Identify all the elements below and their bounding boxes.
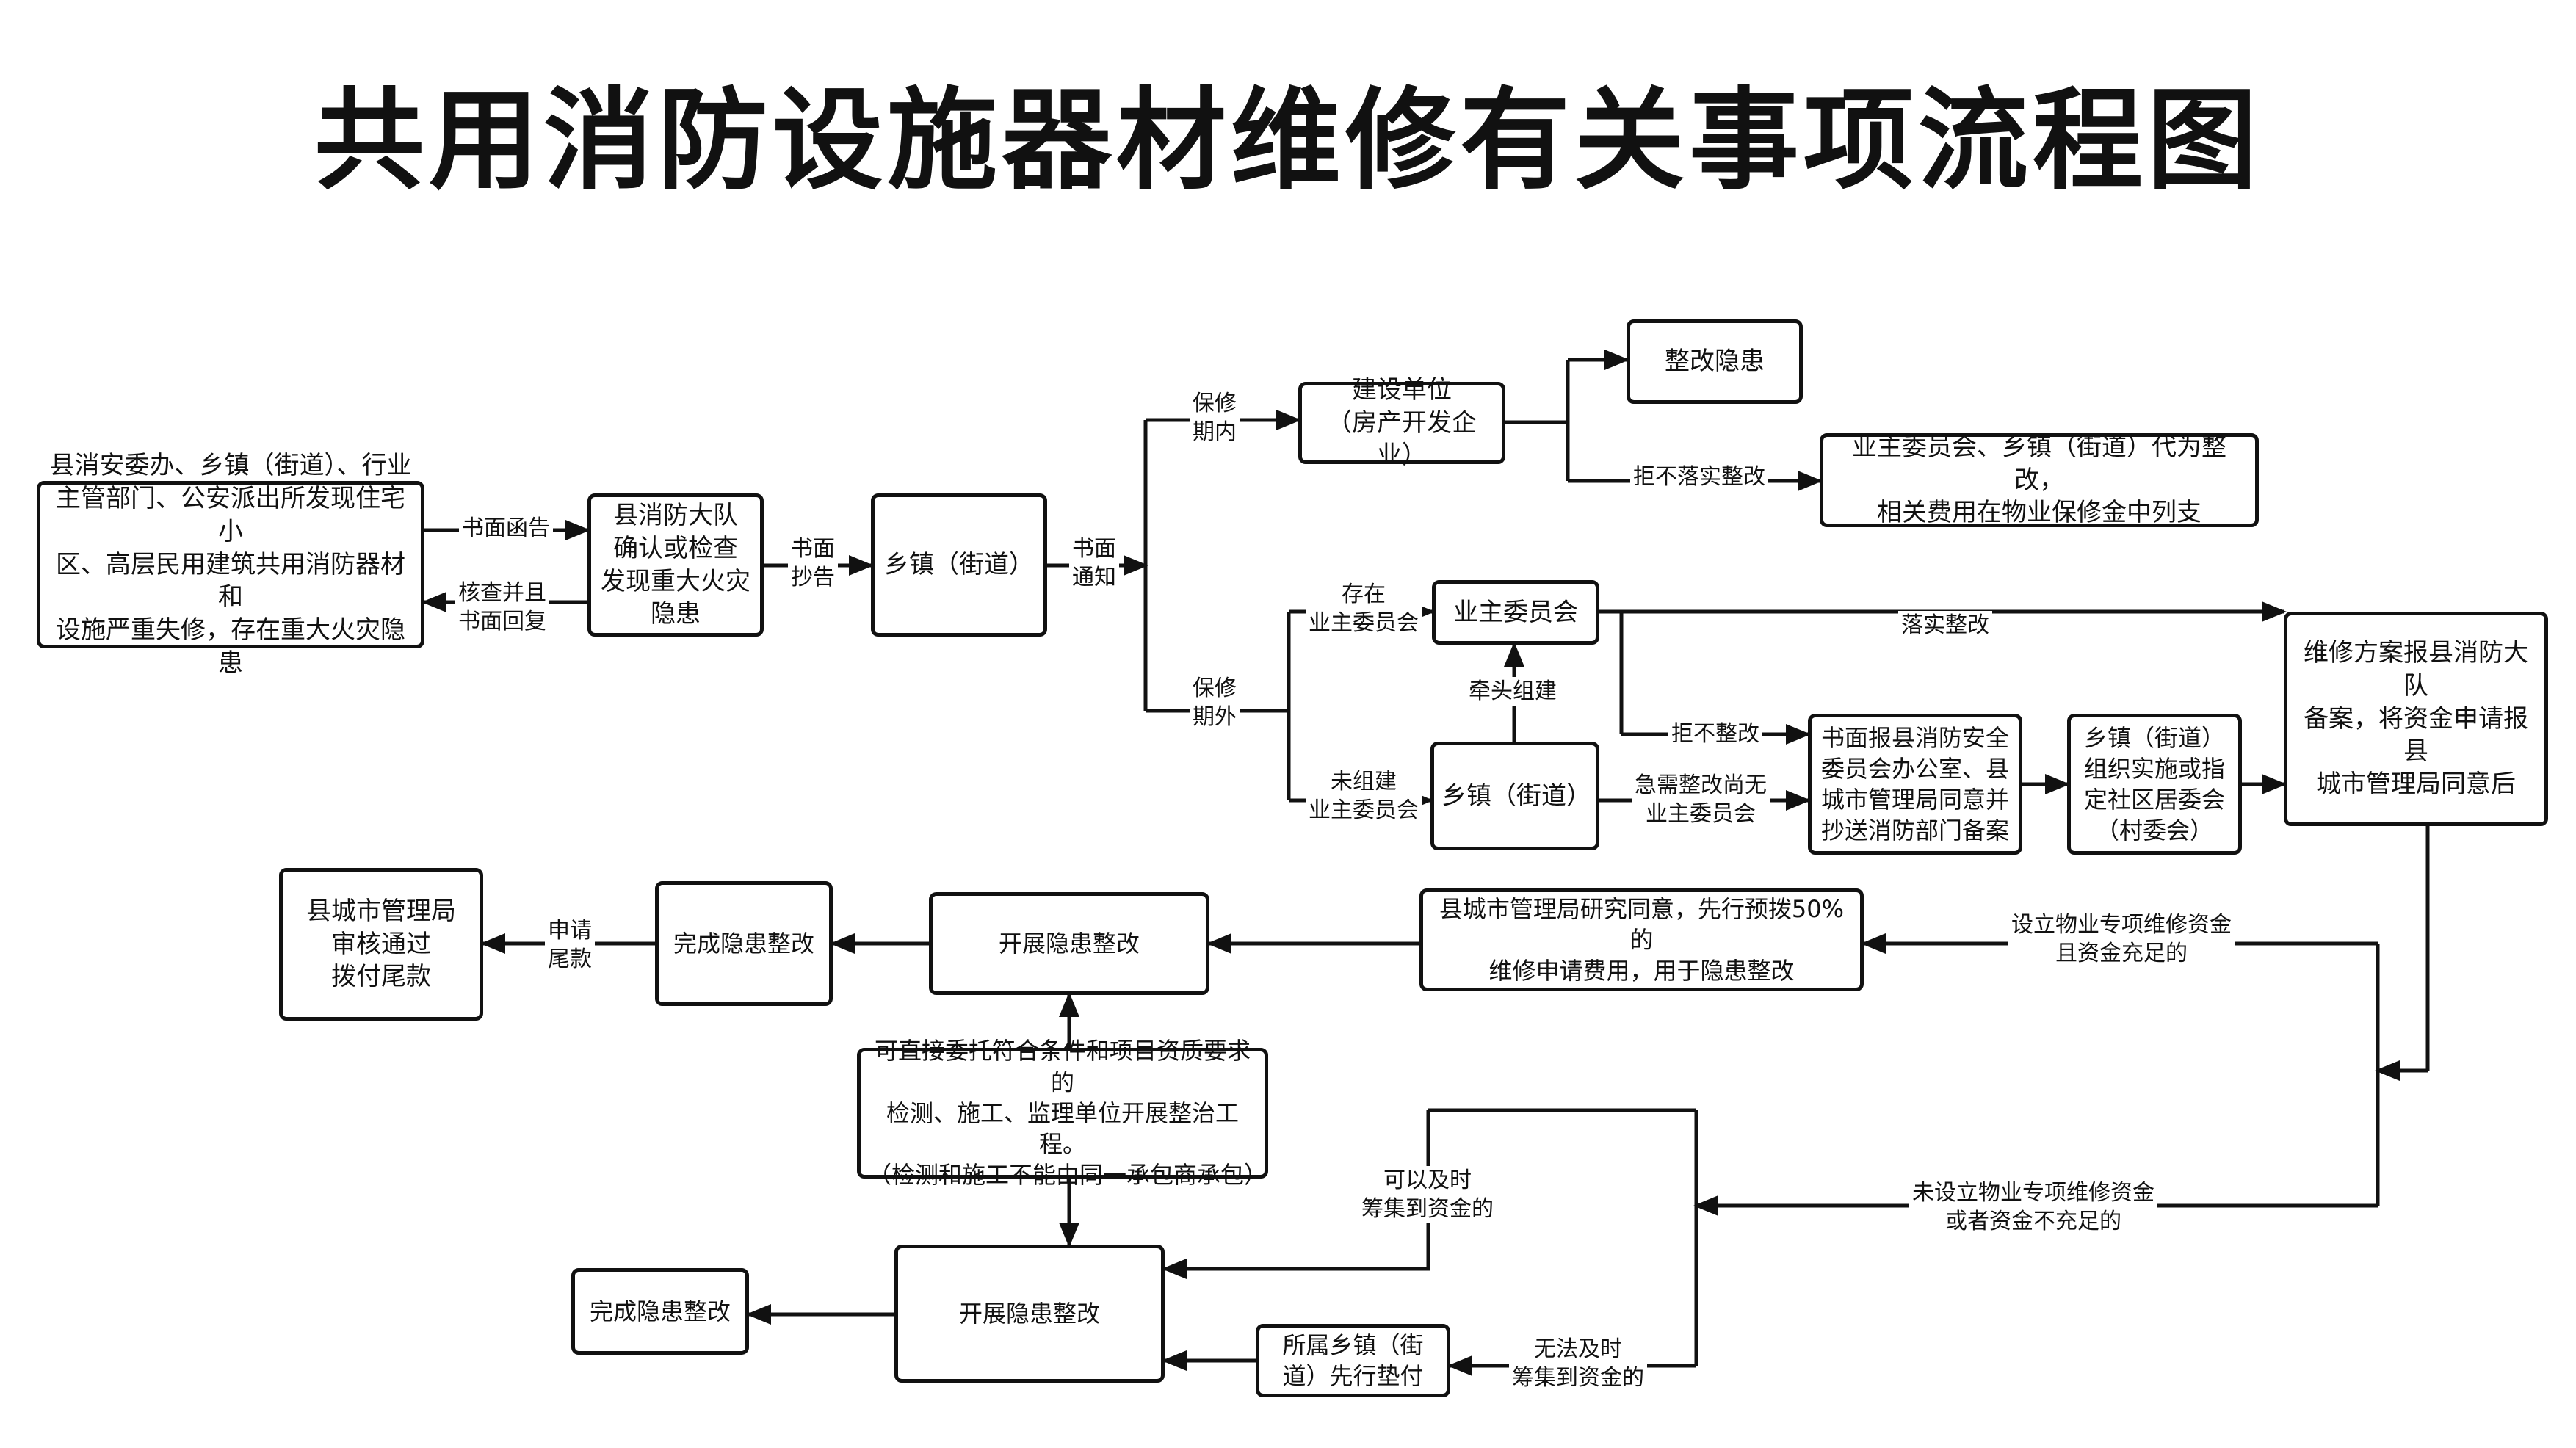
node-builder: 建设单位 （房产开发企业） (1298, 375, 1505, 470)
node-final-payment: 县城市管理局 审核通过 拨付尾款 (279, 868, 483, 1021)
label-fund-insufficient: 未设立物业专项维修资金 或者资金不充足的 (1909, 1179, 2157, 1236)
label-out-warranty: 保修 期外 (1190, 674, 1240, 731)
label-has-committee: 存在 业主委员会 (1306, 580, 1422, 637)
node-start-rectify-2: 开展隐患整改 (894, 1245, 1165, 1383)
node-complete-rectify-1: 完成隐患整改 (655, 881, 833, 1006)
label-verify-reply: 核查并且 书面回复 (455, 579, 549, 636)
node-complete-rectify-2: 完成隐患整改 (571, 1268, 749, 1355)
label-refuse-rectify-1: 拒不落实整改 (1630, 463, 1768, 491)
label-apply-final: 申请 尾款 (545, 916, 595, 974)
label-lead-establish: 牵头组建 (1466, 677, 1560, 706)
arrow-can-raise (1162, 1110, 1430, 1279)
label-refuse-rectify-2: 拒不整改 (1668, 720, 1762, 748)
node-rectify-hazard: 整改隐患 (1627, 319, 1803, 404)
node-repair-plan: 维修方案报县消防大队 备案，将资金申请报县 城市管理局同意后 (2284, 612, 2548, 826)
node-written-report: 书面报县消防安全 委员会办公室、县 城市管理局同意并 抄送消防部门备案 (1808, 714, 2022, 855)
label-in-warranty: 保修 期内 (1190, 389, 1240, 446)
label-written-letter: 书面函告 (459, 514, 553, 543)
node-pre-allocate: 县城市管理局研究同意，先行预拨50%的 维修申请费用，用于隐患整改 (1419, 888, 1864, 991)
label-can-raise: 可以及时 筹集到资金的 (1358, 1166, 1497, 1223)
node-entrust: 可直接委托符合条件和项目资质要求的 检测、施工、监理单位开展整治工程。 （检测和… (857, 1037, 1268, 1189)
node-initiators: 县消安委办、乡镇（街道）、行业 主管部门、公安派出所发现住宅小 区、高层民用建筑… (37, 451, 424, 678)
label-no-committee: 未组建 业主委员会 (1306, 767, 1422, 825)
node-owners-committee: 业主委员会 (1432, 580, 1599, 645)
node-township: 乡镇（街道） (871, 493, 1047, 637)
node-township-2: 乡镇（街道） (1430, 742, 1599, 850)
node-township-organize: 乡镇（街道） 组织实施或指 定社区居委会 （村委会） (2067, 714, 2242, 855)
page-title: 共用消防设施器材维修有关事项流程图 (314, 77, 2262, 205)
node-start-rectify-1: 开展隐患整改 (929, 892, 1209, 995)
label-written-notice: 书面 通知 (1069, 535, 1119, 592)
node-township-advance: 所属乡镇（街 道）先行垫付 (1256, 1324, 1450, 1397)
label-written-cc: 书面 抄告 (788, 535, 838, 592)
node-proxy-rectify: 业主委员会、乡镇（街道）代为整改， 相关费用在物业保修金中列支 (1820, 432, 2259, 527)
label-fund-sufficient: 设立物业专项维修资金 且资金充足的 (2008, 911, 2235, 968)
label-cannot-raise: 无法及时 筹集到资金的 (1509, 1335, 1647, 1392)
node-fire-brigade: 县消防大队 确认或检查 发现重大火灾 隐患 (587, 493, 764, 637)
label-urgent-no-committee: 急需整改尚无 业主委员会 (1632, 771, 1770, 828)
label-implement-rectify: 落实整改 (1898, 611, 1992, 640)
